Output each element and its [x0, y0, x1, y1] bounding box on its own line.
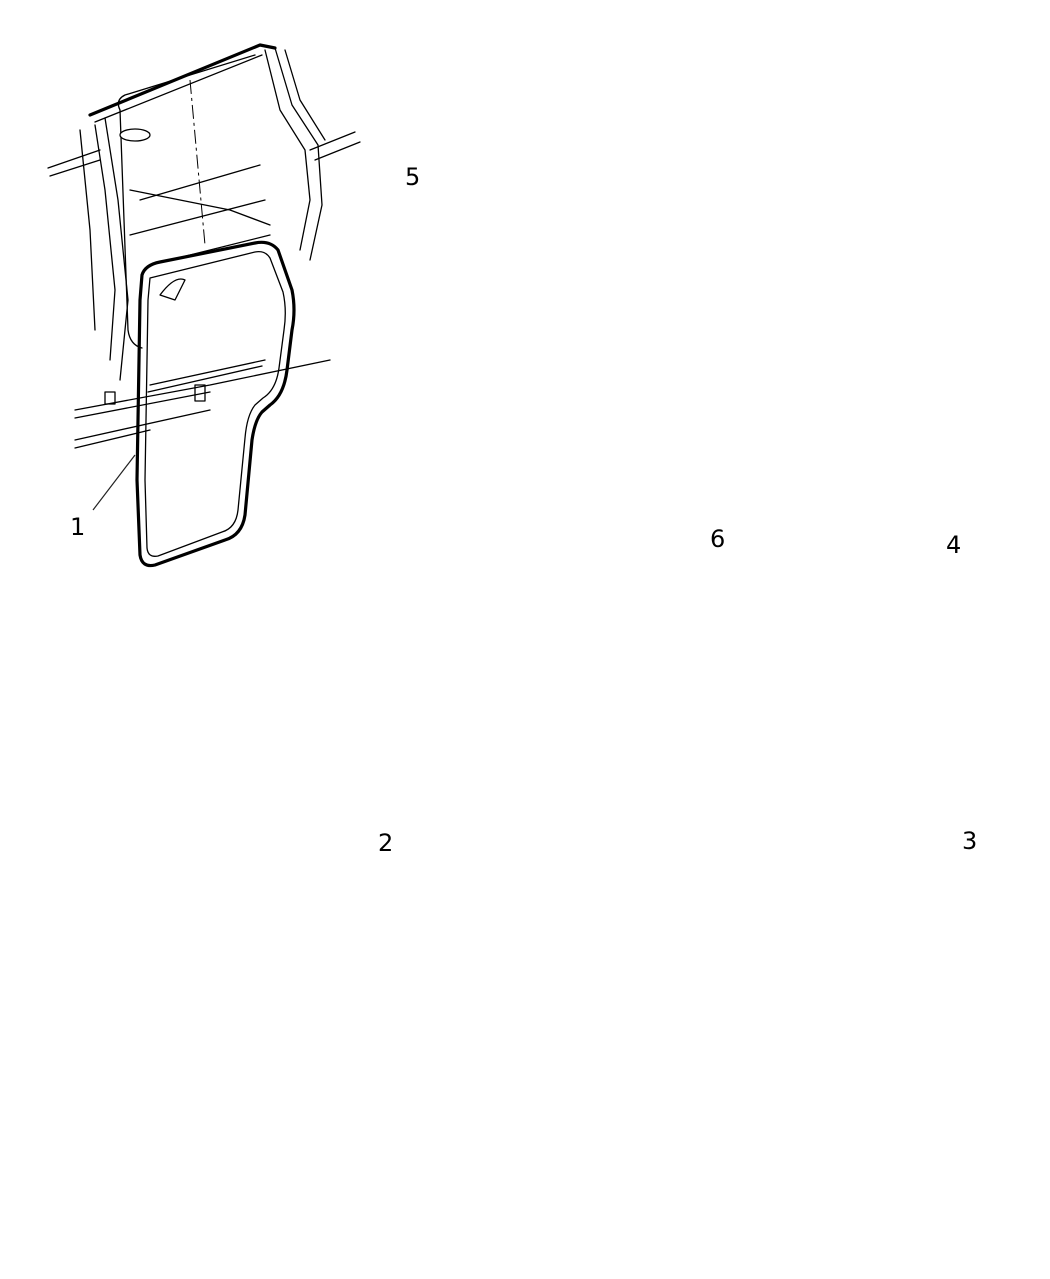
callout-3: 3: [962, 827, 978, 855]
callout-6: 6: [710, 525, 726, 553]
callout-1: 1: [70, 513, 86, 541]
body-opening-view: [47, 43, 361, 568]
callout-5: 5: [405, 163, 421, 191]
callout-4: 4: [946, 531, 962, 559]
callout-2: 2: [378, 829, 394, 857]
